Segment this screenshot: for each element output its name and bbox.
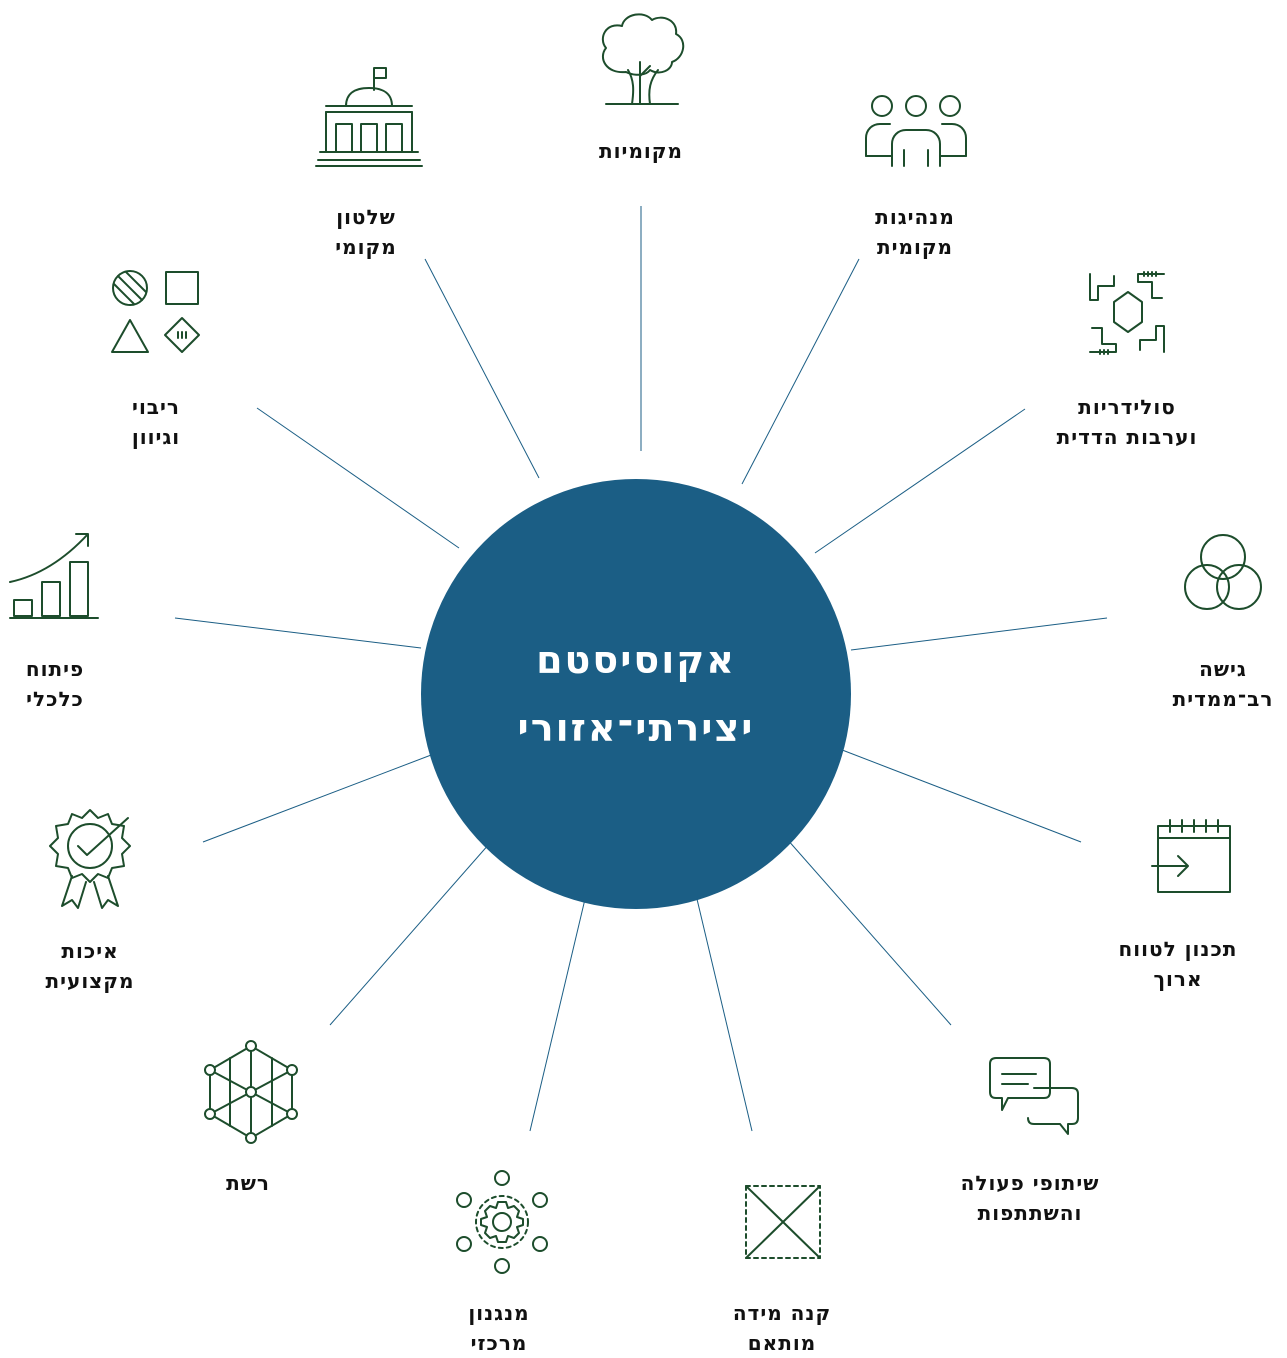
connector-line xyxy=(329,834,498,1026)
shapes-icon xyxy=(110,268,202,358)
node-label-leadership: מנהיגות מקומית xyxy=(875,202,955,262)
node-label-multidim: גישה רב־ממדית xyxy=(1173,654,1274,714)
label-line: מרכזי xyxy=(470,1331,528,1355)
growth-chart-icon xyxy=(8,530,100,620)
connector-line xyxy=(814,408,1026,554)
label-line: מנגנון xyxy=(468,1301,530,1325)
connector-line xyxy=(691,877,753,1132)
connector-line xyxy=(424,258,540,479)
label-line: וערבות הדדית xyxy=(1056,425,1198,449)
label-line: מקומיות xyxy=(599,139,683,163)
venn-circles-icon xyxy=(1183,533,1263,613)
connector-line xyxy=(529,877,591,1132)
node-label-planning: תכנון לטווח ארוך xyxy=(1119,934,1238,994)
town-hall-icon xyxy=(314,66,424,170)
node-label-government: שלטון מקומי xyxy=(335,202,396,262)
connector-line xyxy=(174,617,422,649)
crossed-frame-icon xyxy=(744,1184,822,1260)
label-line: קנה מידה xyxy=(732,1301,832,1325)
node-label-cooperation: שיתופי פעולה והשתתפות xyxy=(961,1168,1100,1228)
label-line: והשתתפות xyxy=(977,1201,1083,1225)
center-title-line-2: יצירתי־אזורי xyxy=(517,706,755,750)
label-line: ארוך xyxy=(1153,967,1203,991)
connector-line xyxy=(202,751,440,843)
label-line: מקומי xyxy=(335,235,397,259)
hex-network-icon xyxy=(200,1040,302,1144)
chat-bubbles-icon xyxy=(988,1056,1080,1136)
label-line: סולידריות xyxy=(1078,395,1176,419)
label-line: ריבוי xyxy=(132,395,180,419)
node-label-solidarity: סולידריות וערבות הדדית xyxy=(1057,392,1198,452)
calendar-arrow-icon xyxy=(1150,818,1232,894)
connector-line xyxy=(850,617,1108,651)
joined-hands-icon xyxy=(1088,271,1166,355)
label-line: מותאם xyxy=(747,1331,817,1355)
label-line: שיתופי פעולה xyxy=(960,1171,1100,1195)
ecosystem-center: אקוסיסטם יצירתי־אזורי xyxy=(421,479,851,909)
people-group-icon xyxy=(864,92,968,168)
gear-network-icon xyxy=(455,1170,549,1274)
label-line: מנהיגות xyxy=(875,205,955,229)
tree-icon xyxy=(596,10,688,106)
node-label-network: רשת xyxy=(226,1168,270,1198)
node-label-scale: קנה מידה מותאם xyxy=(733,1298,831,1358)
node-label-mechanism: מנגנון מרכזי xyxy=(468,1298,529,1358)
node-label-trees: מקומיות xyxy=(599,136,683,166)
node-label-economic: פיתוח כלכלי xyxy=(26,654,84,714)
label-line: וגיוון xyxy=(131,425,181,449)
label-line: מקומית xyxy=(876,235,954,259)
label-line: רב־ממדית xyxy=(1172,687,1274,711)
label-line: איכות xyxy=(61,939,119,963)
connector-line xyxy=(741,258,860,485)
connector-line xyxy=(778,829,952,1026)
label-line: שלטון xyxy=(336,205,396,229)
label-line: מקצועית xyxy=(45,969,135,993)
label-line: רשת xyxy=(226,1171,270,1195)
node-label-diversity: ריבוי וגיוון xyxy=(132,392,180,452)
award-badge-icon xyxy=(48,808,132,910)
label-line: תכנון לטווח xyxy=(1118,937,1238,961)
label-line: כלכלי xyxy=(26,687,84,711)
label-line: פיתוח xyxy=(25,657,85,681)
node-label-quality: איכות מקצועית xyxy=(46,936,135,996)
connector-line xyxy=(256,407,460,549)
connector-line xyxy=(836,747,1082,843)
label-line: גישה xyxy=(1199,657,1247,681)
center-title-line-1: אקוסיסטם xyxy=(536,638,736,682)
